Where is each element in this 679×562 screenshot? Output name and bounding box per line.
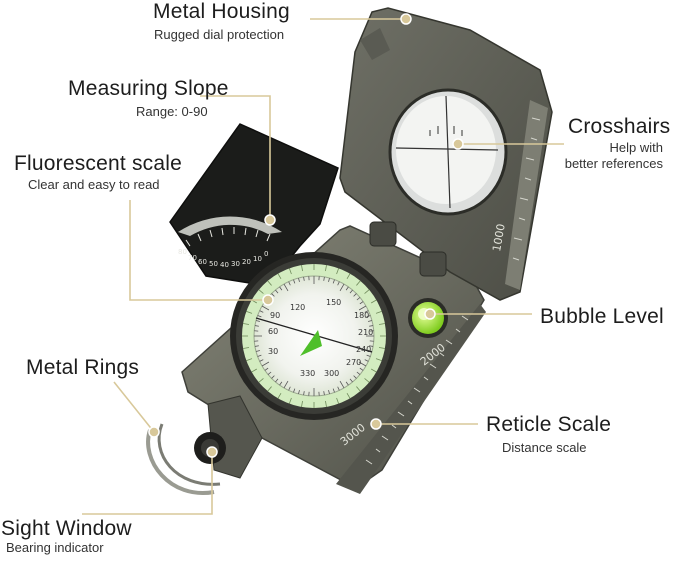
dial-number: 300 [324,369,339,378]
dial-number: 90 [270,311,280,320]
dial-number: 330 [300,369,315,378]
dial-number: 270 [346,358,361,367]
callout-crosshairs-title: Crosshairs [568,115,670,139]
callout-metal-housing-title: Metal Housing [153,0,290,24]
clino-number: 60 [198,258,207,266]
callout-metal-rings-title: Metal Rings [26,356,139,380]
leader-metal-rings [114,382,154,432]
callout-crosshairs-sub1: Help with [610,140,663,155]
callout-fluorescent-scale-sub: Clear and easy to read [28,177,160,192]
clino-number: 50 [209,260,218,268]
dial-number: 240 [356,345,371,354]
dial-number: 210 [358,328,373,337]
clino-number: 80 [178,248,187,256]
dial-number: 60 [268,327,278,336]
dial-number: 120 [290,303,305,312]
dial-number: 150 [326,298,341,307]
clino-number: 0 [264,250,268,258]
callout-fluorescent-scale-title: Fluorescent scale [14,152,182,176]
callout-measuring-slope-sub: Range: 0-90 [136,104,208,119]
clino-number: 70 [188,254,197,262]
callout-metal-housing-sub: Rugged dial protection [154,27,284,42]
callout-sight-window-title: Sight Window [1,517,132,541]
callout-crosshairs-sub2: better references [565,156,663,171]
leader-sight-window [82,452,212,514]
hinge-left [370,222,396,246]
callout-reticle-scale-title: Reticle Scale [486,413,611,437]
callout-measuring-slope-title: Measuring Slope [68,77,229,101]
callout-bubble-level-title: Bubble Level [540,305,664,329]
dial-number: 30 [268,347,278,356]
hinge-right [420,252,446,276]
clino-number: 30 [231,260,240,268]
clino-number: 20 [242,258,251,266]
sight-assembly [148,396,262,493]
callout-sight-window-sub: Bearing indicator [6,540,104,555]
clino-number: 10 [253,255,262,263]
dial-number: 180 [354,311,369,320]
clino-number: 40 [220,261,229,269]
callout-reticle-scale-sub: Distance scale [502,440,587,455]
